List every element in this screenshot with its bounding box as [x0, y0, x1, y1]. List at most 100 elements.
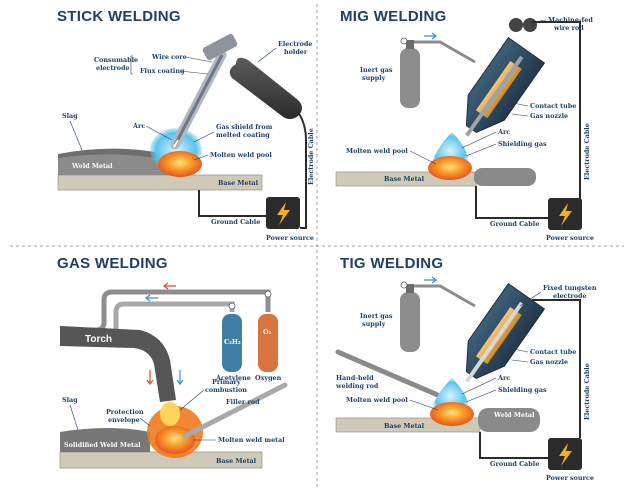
- leader: [69, 120, 83, 151]
- gas-welding-panel: GAS WELDING C₂H₂ O₂ Acetylene Oxygen Tor…: [57, 255, 288, 469]
- weld-metal-bead: [58, 154, 175, 175]
- leader: [179, 389, 205, 411]
- solidified-weld: [60, 428, 150, 452]
- base-metal-plate: [57, 174, 263, 191]
- label-shielding-gas: Shielding gas: [498, 140, 547, 148]
- feed-roller: [509, 18, 523, 32]
- leader: [533, 19, 547, 23]
- electrode-cable: [532, 21, 581, 200]
- label-slag: Slag: [62, 396, 78, 404]
- label-molten-pool: Molten weld pool: [210, 151, 272, 159]
- gas-torch: [60, 326, 176, 402]
- leader: [193, 131, 215, 143]
- gauge-icon: [400, 37, 408, 45]
- ground-cable: [479, 432, 548, 459]
- gauge-icon: [264, 290, 272, 298]
- gas-flow-arrow: [424, 32, 437, 40]
- label-arc: Arc: [497, 374, 510, 382]
- molten-weld-pool: [430, 402, 474, 426]
- leader: [257, 47, 277, 63]
- molten-weld-pool: [158, 151, 202, 177]
- base-metal-plate: [59, 451, 263, 469]
- flow-arrow: [176, 370, 184, 385]
- leader: [511, 359, 529, 363]
- label-holder-2: holder: [284, 48, 308, 56]
- label-base-metal: Base Metal: [384, 422, 425, 430]
- label-power-source: Power source: [266, 234, 314, 242]
- label-base-metal: Base Metal: [218, 179, 259, 187]
- arc-spark: [173, 139, 179, 148]
- label-primary-combustion-2: combustion: [205, 386, 247, 394]
- label-ground-cable: Ground Cable: [490, 460, 539, 468]
- label-gas-nozzle: Gas nozzle: [530, 358, 568, 366]
- label-contact-tube: Contact tube: [530, 102, 576, 110]
- leader: [507, 347, 529, 353]
- label-base-metal: Base Metal: [216, 457, 257, 465]
- label-consumable-1: Consumable: [94, 56, 138, 64]
- leader: [511, 113, 529, 117]
- label-acetylene: Acetylene: [215, 374, 251, 382]
- label-machine-fed-2: wire rod: [553, 24, 584, 32]
- label-inert-gas-1: Inert gas: [360, 312, 393, 320]
- label-hand-held-1: Hand-held: [336, 374, 374, 382]
- molten-weld-metal: [155, 426, 195, 454]
- feed-roller: [523, 18, 537, 32]
- label-molten-pool: Molten weld pool: [346, 396, 408, 404]
- flow-arrow: [146, 370, 154, 385]
- leader: [179, 70, 209, 75]
- label-oxygen: Oxygen: [255, 374, 282, 382]
- leader: [69, 404, 79, 431]
- mig-torch: [465, 37, 546, 137]
- electrode-holder: [229, 57, 302, 119]
- oxygen-formula: O₂: [263, 328, 272, 336]
- electrode-clamp: [202, 33, 238, 61]
- ground-cable: [475, 186, 548, 219]
- hand-held-welding-rod: [335, 349, 443, 399]
- tig-welding-panel: TIG WELDING Fixed tungsten electrode Ine…: [335, 255, 597, 482]
- acetylene-tank: [222, 314, 242, 372]
- lightning-icon: [559, 203, 572, 226]
- label-contact-tube: Contact tube: [530, 348, 576, 356]
- label-torch: Torch: [85, 334, 112, 345]
- label-weld-metal: Weld Metal: [493, 411, 535, 419]
- label-ground-cable: Ground Cable: [211, 218, 260, 226]
- filler-rod: [182, 382, 288, 439]
- label-arc: Arc: [497, 128, 510, 136]
- label-electrode-cable: Electrode Cable: [583, 363, 591, 420]
- gas-flow-arrow: [424, 276, 437, 284]
- tungsten-electrode: [465, 301, 524, 383]
- label-gas-shield-1: Gas shield from: [216, 123, 273, 131]
- label-gas-nozzle: Gas nozzle: [530, 112, 568, 120]
- wire-core: [173, 54, 224, 146]
- mig-title: MIG WELDING: [340, 8, 447, 25]
- stick-welding-panel: STICK WELDING Consumable electrode Wire …: [57, 8, 315, 242]
- brace: [130, 55, 133, 75]
- label-primary-combustion-1: Primary: [212, 378, 241, 386]
- leader: [145, 125, 173, 141]
- lightning-icon: [559, 443, 572, 466]
- leader: [519, 291, 542, 307]
- leader: [465, 389, 497, 403]
- label-ground-cable: Ground Cable: [490, 220, 539, 228]
- inert-gas-cylinder: [400, 292, 420, 352]
- label-electrode-cable: Electrode Cable: [583, 123, 591, 180]
- label-weld-metal: Weld Metal: [71, 162, 113, 170]
- gauge-icon: [400, 281, 408, 289]
- leader: [461, 377, 497, 395]
- leader: [461, 131, 497, 149]
- tig-title: TIG WELDING: [340, 255, 443, 272]
- oxygen-tank: [258, 314, 278, 372]
- cylinder-valve: [406, 284, 414, 293]
- label-gas-shield-2: melted coating: [216, 131, 270, 139]
- gauge-icon: [228, 302, 236, 310]
- gas-title: GAS WELDING: [57, 255, 168, 272]
- leader: [409, 150, 437, 165]
- label-shielding-gas: Shielding gas: [498, 386, 547, 394]
- ground-cable: [198, 190, 266, 217]
- flow-arrow: [163, 282, 176, 290]
- label-machine-fed-1: Machine-fed: [548, 16, 593, 24]
- gas-hose: [414, 40, 476, 64]
- leader: [193, 154, 209, 161]
- label-slag: Slag: [62, 112, 78, 120]
